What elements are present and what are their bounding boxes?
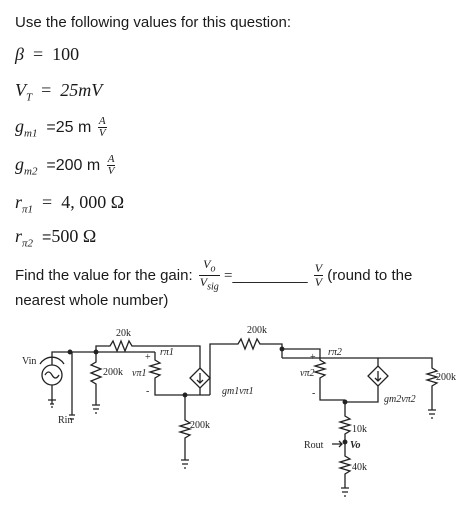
resistor-10k-label: 10k [352, 424, 367, 435]
value-rpi1: rπ1 = 4, 000 Ω [15, 192, 124, 216]
rout-label: Rout [304, 440, 324, 451]
value: 200 m [55, 157, 101, 174]
gain-equals: = [223, 267, 233, 284]
resistor-200k-output-label: 200k [436, 372, 456, 383]
resistor-200k-mid-label: 200k [190, 420, 210, 431]
equals-sign: = [28, 44, 48, 64]
rin-arrow [39, 356, 65, 365]
vpi1-label: vπ1 [132, 368, 146, 379]
symbol: g [15, 116, 24, 136]
symbol: r [15, 226, 23, 246]
rpi1-label: rπ1 [160, 347, 174, 358]
plus-sign-2: + [310, 352, 316, 363]
vin-label: Vin [22, 356, 36, 367]
resistor-200k-input-label: 200k [103, 367, 123, 378]
subscript: T [26, 91, 33, 104]
gain-question-line2: nearest whole number) [15, 292, 169, 309]
vpi2-label: vπ2 [300, 368, 314, 379]
gain-suffix: (round to the [327, 266, 413, 284]
circuit-diagram: Vin Rin 20k 200k + rπ1 vπ1 - gm1vπ1 200k… [22, 325, 456, 497]
gm2-source-label: gm2vπ2 [384, 394, 416, 405]
equals-sign: = [41, 157, 56, 174]
symbol: V [15, 80, 26, 100]
gain-fraction: Vo Vsig [198, 257, 220, 293]
equals-sign: = [37, 229, 52, 246]
minus-sign-2: - [312, 388, 315, 399]
value: 4, 000 Ω [61, 192, 125, 212]
resistor-200k-feedback-label: 200k [247, 325, 267, 336]
rin-label: Rin [58, 415, 72, 426]
plus-sign-1: + [145, 352, 151, 363]
gm1-source-label: gm1vπ1 [222, 386, 254, 397]
value: 100 [52, 44, 80, 64]
equals-sign: = [41, 119, 56, 136]
subscript: m2 [24, 165, 38, 178]
gain-question: Find the value for the gain: Vo Vsig =__… [15, 258, 412, 294]
gain-unit-fraction: V V [313, 261, 324, 290]
equals-sign: = [36, 80, 56, 100]
minus-sign-1: - [146, 386, 149, 397]
gain-prefix: Find the value for the gain: [15, 266, 193, 284]
subscript: m1 [24, 127, 38, 140]
subscript: π1 [22, 203, 34, 216]
vo-label: Vo [350, 440, 361, 451]
resistor-40k-label: 40k [352, 462, 367, 473]
equals-sign: = [37, 192, 57, 212]
value-beta: β = 100 [15, 44, 79, 65]
value: 500 Ω [51, 226, 97, 246]
value: 25mV [60, 80, 103, 100]
value-rpi2: rπ2 =500 Ω [15, 226, 96, 250]
intro-text: Use the following values for this questi… [15, 14, 291, 31]
value: 25 m [55, 119, 92, 136]
symbol: β [15, 44, 24, 64]
symbol: g [15, 154, 24, 174]
value-vt: VT = 25mV [15, 80, 102, 104]
resistor-20k-label: 20k [116, 328, 131, 339]
subscript: π2 [22, 237, 34, 250]
symbol: r [15, 192, 23, 212]
answer-blank[interactable]: _________ [232, 266, 308, 284]
rpi2-label: rπ2 [328, 347, 342, 358]
